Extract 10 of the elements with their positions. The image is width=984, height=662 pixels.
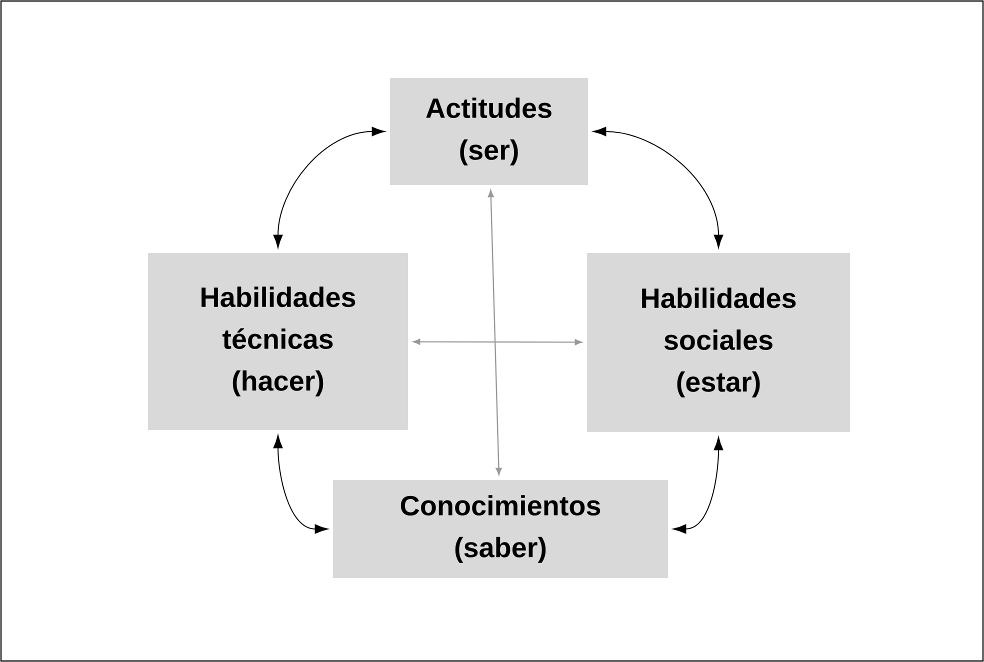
arrow <box>673 437 724 534</box>
arrow <box>273 126 385 248</box>
concept-box: Conocimientos (saber) <box>333 480 668 578</box>
arrow <box>413 338 582 346</box>
arrow <box>593 126 724 248</box>
concept-box: Habilidades técnicas (hacer) <box>148 253 408 430</box>
arrow <box>488 190 502 476</box>
concept-box: Actitudes (ser) <box>390 78 588 185</box>
concept-box: Habilidades sociales (estar) <box>587 253 850 432</box>
arrow <box>273 435 328 534</box>
